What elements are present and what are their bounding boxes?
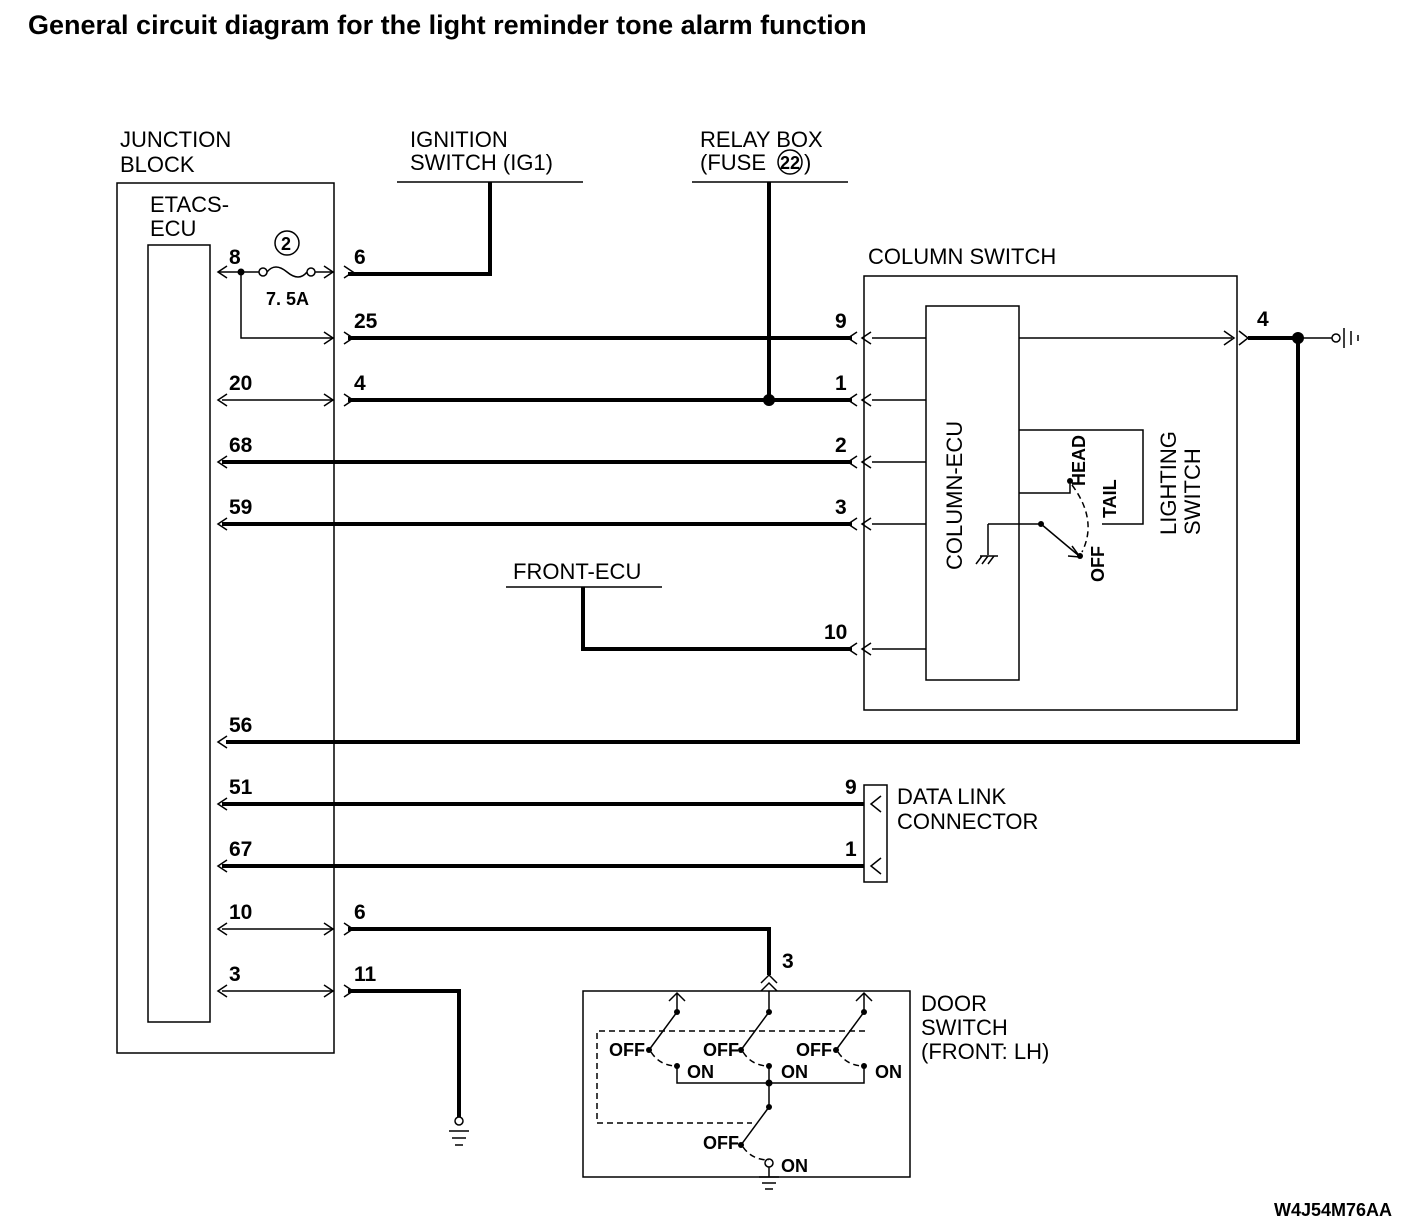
column-ecu-label: COLUMN-ECU (942, 421, 967, 570)
ignition-label-1: IGNITION (410, 127, 508, 152)
door-off-1: OFF (609, 1040, 645, 1060)
lighting-label-2: SWITCH (1180, 448, 1205, 535)
tail-label: TAIL (1100, 479, 1120, 518)
pin-jb-51: 51 (229, 776, 253, 799)
pin-door-3: 3 (782, 950, 794, 973)
pin-jb-6: 6 (354, 246, 366, 269)
door-off-3: OFF (796, 1040, 832, 1060)
column-switch-label: COLUMN SWITCH (868, 244, 1056, 269)
relay-label-1: RELAY BOX (700, 127, 823, 152)
door-on-4: ON (781, 1156, 808, 1176)
off-label-lighting: OFF (1088, 546, 1108, 582)
pin-jb-3: 3 (229, 963, 241, 986)
etacs-ecu-label-1: ETACS- (150, 192, 229, 217)
door-label-3: (FRONT: LH) (921, 1039, 1049, 1064)
etacs-ecu-label-2: ECU (150, 216, 196, 241)
door-on-3: ON (875, 1062, 902, 1082)
junction-block-label-1: JUNCTION (120, 127, 231, 152)
pin-jb-68: 68 (229, 434, 253, 457)
pin-jb-56: 56 (229, 714, 252, 737)
data-link-connector: DATA LINK CONNECTOR (863, 784, 1038, 883)
diagram-code: W4J54M76AA (1274, 1200, 1392, 1220)
ignition-label-2: SWITCH (IG1) (410, 150, 553, 175)
pin-dlc-1: 1 (845, 838, 857, 861)
door-on-1: ON (687, 1062, 714, 1082)
relay-label-2-suffix: ) (804, 150, 811, 175)
dlc-label-1: DATA LINK (897, 784, 1007, 809)
pin-dlc-9: 9 (845, 776, 857, 799)
junction-block: JUNCTION BLOCK ETACS- ECU (116, 127, 335, 1054)
ground-symbol (449, 1116, 469, 1146)
fuse-2: 2 7. 5A (218, 230, 334, 339)
pin-jb-4: 4 (354, 372, 366, 395)
pin-jb-8: 8 (229, 246, 241, 269)
pin-cs-9: 9 (835, 310, 847, 333)
pin-jb-59: 59 (229, 496, 252, 519)
page-title: General circuit diagram for the light re… (28, 10, 867, 40)
dlc-label-2: CONNECTOR (897, 809, 1038, 834)
pin-jb-6b: 6 (354, 901, 366, 924)
door-label-2: SWITCH (921, 1015, 1008, 1040)
door-label-1: DOOR (921, 991, 987, 1016)
head-label: HEAD (1069, 435, 1089, 486)
pin-labels: 8 6 25 20 4 68 59 56 51 67 10 6 3 11 9 1… (229, 246, 1269, 986)
lighting-label-1: LIGHTING (1156, 431, 1181, 535)
junction-block-label-2: BLOCK (120, 152, 195, 177)
door-off-4: OFF (703, 1133, 739, 1153)
pin-cs-4: 4 (1257, 308, 1269, 331)
relay-box: RELAY BOX (FUSE 22 ) (692, 127, 848, 406)
connector-marks (216, 265, 1250, 998)
pin-jb-11: 11 (354, 963, 377, 986)
door-switch: DOOR SWITCH (FRONT: LH) OFF ON OFF ON (582, 973, 1049, 1190)
relay-fuse-number: 22 (780, 153, 800, 173)
column-switch: COLUMN SWITCH COLUMN-ECU HEAD TAIL OFF L… (863, 244, 1238, 711)
front-ecu-label: FRONT-ECU (513, 559, 641, 584)
pin-cs-10: 10 (824, 621, 847, 644)
pin-jb-67: 67 (229, 838, 252, 861)
pin-cs-3: 3 (835, 496, 847, 519)
fuse-number: 2 (281, 234, 291, 254)
pin-cs-1: 1 (835, 372, 847, 395)
fuse-rating: 7. 5A (266, 289, 309, 309)
door-off-2: OFF (703, 1040, 739, 1060)
pin-cs-2: 2 (835, 434, 847, 457)
front-ecu: FRONT-ECU (506, 559, 852, 651)
door-on-2: ON (781, 1062, 808, 1082)
ignition-switch: IGNITION SWITCH (IG1) (348, 127, 583, 276)
column-ground (226, 328, 1359, 744)
relay-label-2-prefix: (FUSE (700, 150, 766, 175)
pin-jb-10: 10 (229, 901, 252, 924)
wires (222, 336, 864, 1117)
pin-jb-20: 20 (229, 372, 252, 395)
pin-jb-25: 25 (354, 310, 378, 333)
